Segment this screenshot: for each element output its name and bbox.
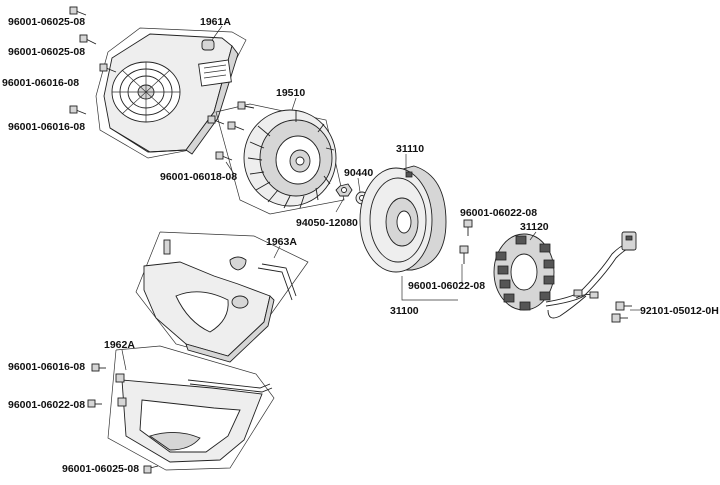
label-96001-06025-08-top: 96001-06025-08	[8, 16, 85, 28]
bolt-icon	[99, 63, 117, 73]
label-96001-06022-08-left: 96001-06022-08	[8, 399, 85, 411]
label-19510: 19510	[276, 87, 305, 99]
bolt-icon	[91, 363, 106, 372]
bolt-icon	[611, 313, 628, 323]
flywheel-rotor	[359, 165, 447, 273]
label-31110: 31110	[396, 143, 424, 155]
label-1962A: 1962A	[104, 339, 135, 351]
grommet-icon	[201, 39, 215, 51]
label-90440: 90440	[344, 167, 373, 179]
stator-coil	[493, 231, 637, 319]
label-94050-12080: 94050-12080	[296, 217, 358, 229]
label-92101-05012-0H: 92101-05012-0H	[640, 305, 719, 317]
bolts	[69, 6, 632, 474]
label-31120: 31120	[520, 221, 549, 233]
nut	[335, 183, 353, 197]
lower-shroud	[107, 345, 275, 471]
cooling-fan	[215, 103, 345, 215]
part-labels: 96001-06025-08 1961A 96001-06025-08 9600…	[2, 16, 719, 475]
label-96001-06016-08-lower: 96001-06016-08	[8, 361, 85, 373]
bolt-icon	[69, 6, 87, 16]
bolt-icon	[79, 34, 97, 45]
label-31100: 31100	[390, 305, 419, 317]
bolt-icon	[227, 121, 245, 131]
bolt-icon	[615, 301, 632, 311]
label-1963A: 1963A	[266, 236, 297, 248]
upper-shroud	[135, 231, 309, 363]
bolt-icon	[143, 465, 159, 474]
bolt-icon	[207, 115, 225, 125]
label-96001-06025-08-bottom: 96001-06025-08	[62, 463, 139, 475]
label-96001-06016-08-first: 96001-06016-08	[2, 77, 79, 89]
label-96001-06022-08-upper: 96001-06022-08	[460, 207, 537, 219]
bolt-icon	[237, 101, 255, 110]
label-1961A: 1961A	[200, 16, 231, 28]
label-96001-06022-08-lower: 96001-06022-08	[408, 280, 485, 292]
leader-lines	[121, 25, 640, 371]
label-96001-06018-08: 96001-06018-08	[160, 171, 237, 183]
bolt-icon	[463, 219, 473, 236]
bolt-icon	[87, 399, 102, 408]
bolt-icon	[459, 245, 469, 264]
connector-icon	[621, 231, 637, 251]
bolt-icon	[69, 105, 87, 115]
fan-cover	[95, 27, 247, 159]
label-96001-06025-08-second: 96001-06025-08	[8, 46, 85, 58]
label-96001-06016-08-second: 96001-06016-08	[8, 121, 85, 133]
bolt-icon	[215, 151, 233, 161]
